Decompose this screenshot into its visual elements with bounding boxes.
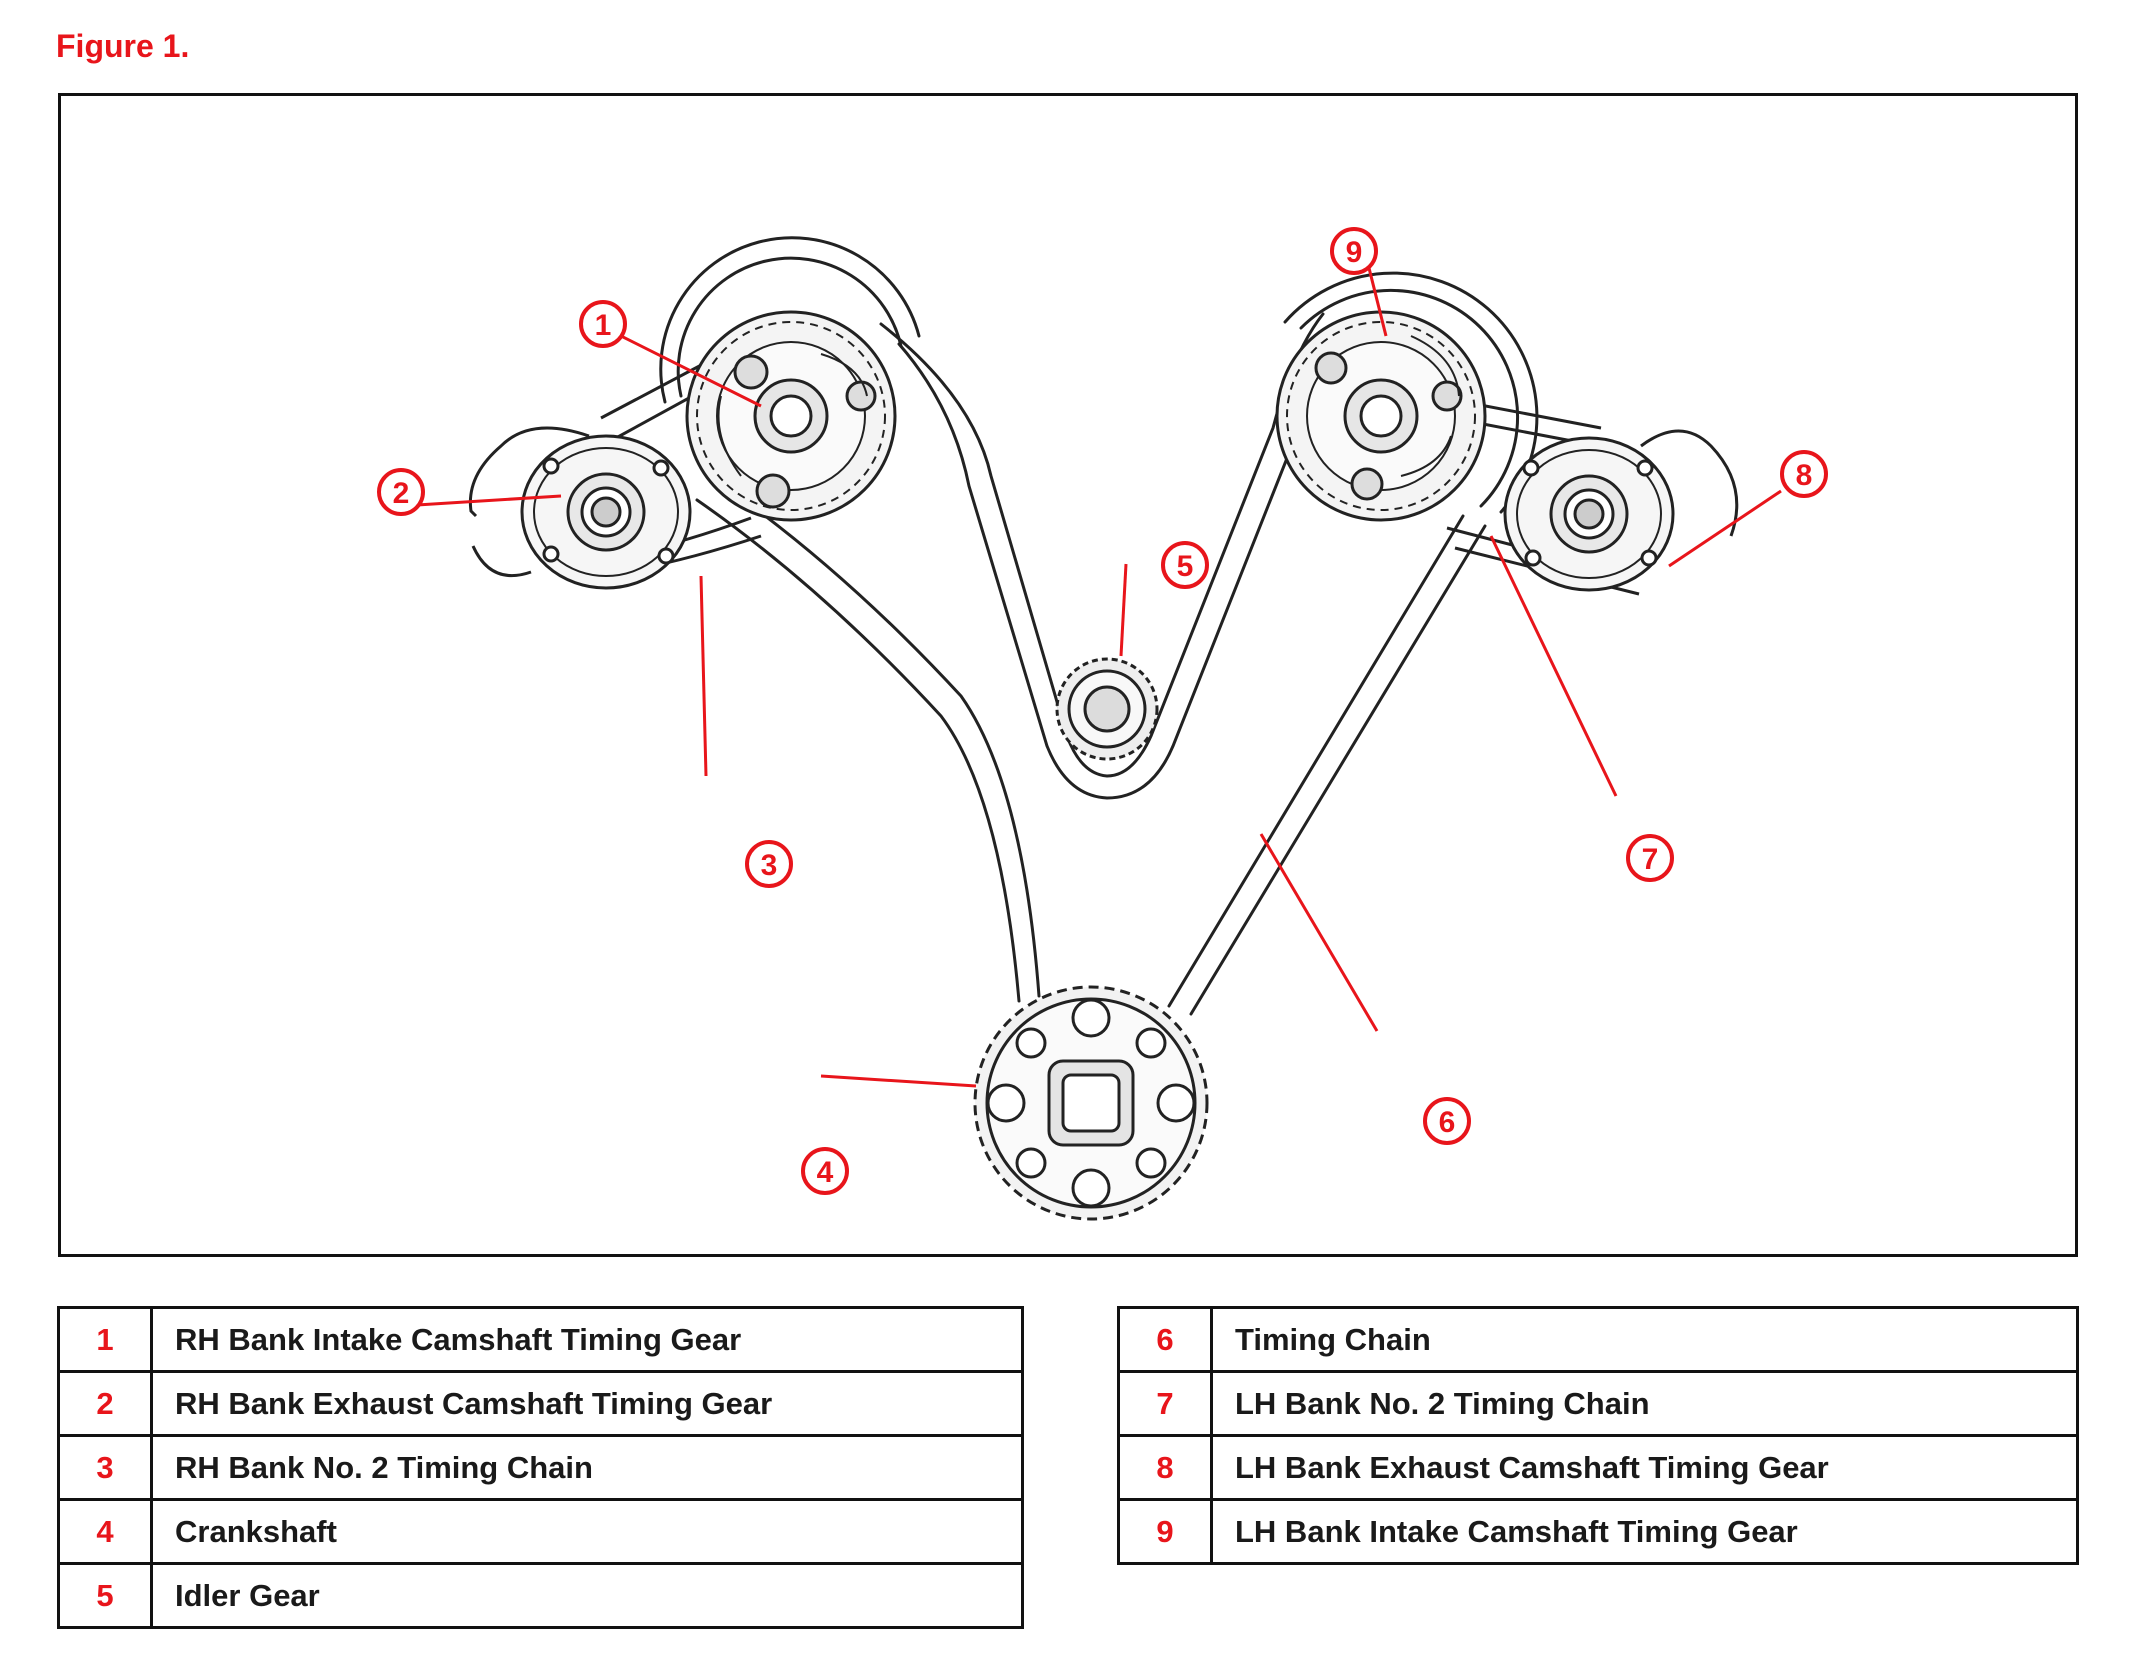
callout-4: 4 [801,1147,849,1195]
callout-2-label: 2 [393,477,410,510]
legend-number: 7 [1117,1370,1213,1437]
legend-table-right: 6 Timing Chain 7 LH Bank No. 2 Timing Ch… [1117,1306,2079,1565]
legend-label: LH Bank No. 2 Timing Chain [1210,1370,2079,1437]
leader-lines [400,255,1782,1088]
figure-title: Figure 1. [56,28,190,64]
legend-row: 9 LH Bank Intake Camshaft Timing Gear [1117,1498,2079,1565]
legend-label: Idler Gear [150,1562,1024,1629]
callout-1: 1 [579,300,627,348]
legend-number: 2 [57,1370,153,1437]
callout-9-label: 9 [1346,236,1363,269]
legend-row: 8 LH Bank Exhaust Camshaft Timing Gear [1117,1434,2079,1501]
legend-row: 3 RH Bank No. 2 Timing Chain [57,1434,1024,1501]
legend-row: 4 Crankshaft [57,1498,1024,1565]
callout-3: 3 [745,840,793,888]
legend-number: 4 [57,1498,153,1565]
legend-row: 5 Idler Gear [57,1562,1024,1629]
legend-number: 9 [1117,1498,1213,1565]
diagram-frame: 1 2 3 4 5 6 7 8 [58,93,2078,1257]
callout-1-label: 1 [595,309,612,342]
legend-number: 6 [1117,1306,1213,1373]
legend-label: RH Bank Intake Camshaft Timing Gear [150,1306,1024,1373]
rh-exhaust-camshaft-gear [520,434,692,590]
callout-7-label: 7 [1642,843,1659,876]
callout-7: 7 [1626,834,1674,882]
legend-label: Timing Chain [1210,1306,2079,1373]
callout-4-label: 4 [817,1156,834,1189]
timing-chain [659,236,1539,1016]
callout-3-label: 3 [761,849,778,882]
callout-5: 5 [1161,541,1209,589]
legend-row: 6 Timing Chain [1117,1306,2079,1373]
legend-label: RH Bank No. 2 Timing Chain [150,1434,1024,1501]
callout-6: 6 [1423,1097,1471,1145]
legend-number: 3 [57,1434,153,1501]
legend-number: 1 [57,1306,153,1373]
callout-8-label: 8 [1796,459,1813,492]
legend-label: Crankshaft [150,1498,1024,1565]
callout-8: 8 [1780,450,1828,498]
legend-label: LH Bank Intake Camshaft Timing Gear [1210,1498,2079,1565]
crankshaft-gear [973,985,1209,1221]
callout-5-label: 5 [1177,550,1194,583]
callout-9: 9 [1330,227,1378,275]
legend-row: 7 LH Bank No. 2 Timing Chain [1117,1370,2079,1437]
callout-2: 2 [377,468,425,516]
lh-exhaust-camshaft-gear [1503,436,1675,592]
idler-gear [1055,657,1159,761]
legend-row: 1 RH Bank Intake Camshaft Timing Gear [57,1306,1024,1373]
legend-number: 8 [1117,1434,1213,1501]
legend-table-left: 1 RH Bank Intake Camshaft Timing Gear 2 … [57,1306,1024,1629]
legend-label: RH Bank Exhaust Camshaft Timing Gear [150,1370,1024,1437]
timing-chain-diagram: 1 2 3 4 5 6 7 8 [377,227,1828,1221]
rh-intake-camshaft-gear [685,310,897,522]
legend-row: 2 RH Bank Exhaust Camshaft Timing Gear [57,1370,1024,1437]
lh-intake-camshaft-gear [1275,310,1487,522]
legend-label: LH Bank Exhaust Camshaft Timing Gear [1210,1434,2079,1501]
legend-number: 5 [57,1562,153,1629]
callout-6-label: 6 [1439,1106,1456,1139]
